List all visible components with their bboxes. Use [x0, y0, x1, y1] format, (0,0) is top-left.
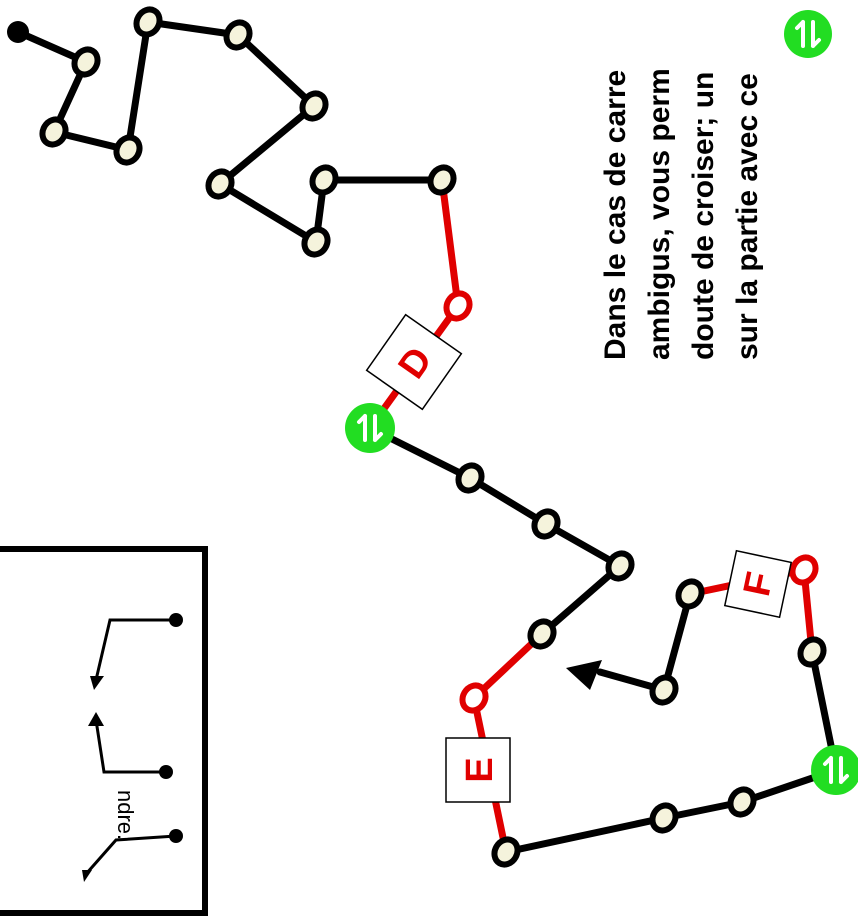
node — [527, 618, 557, 650]
note-line-1: Dans le cas de carre — [599, 69, 632, 360]
node — [39, 116, 69, 148]
node — [531, 508, 561, 540]
two-way-arrows-icon — [811, 745, 858, 795]
node — [113, 134, 143, 166]
node-red — [789, 554, 819, 586]
two-way-arrows-icon — [345, 403, 395, 453]
note-line-2: ambigus, vous perm — [643, 68, 676, 360]
route-segment-end — [596, 590, 694, 694]
node — [205, 168, 235, 200]
label-box-d: D — [365, 313, 463, 411]
node — [797, 636, 827, 668]
node — [309, 164, 339, 196]
route-diagram: D E F — [7, 6, 858, 882]
node — [649, 674, 679, 706]
node — [299, 90, 329, 122]
note-line-3: doute de croiser; un — [687, 71, 720, 360]
label-e: E — [459, 757, 501, 782]
node — [649, 802, 679, 834]
route-segment-middle — [366, 424, 624, 638]
node — [675, 578, 705, 610]
node — [427, 164, 457, 196]
two-way-arrows-icon — [784, 10, 832, 58]
arrow-head-icon — [566, 660, 602, 690]
instruction-note: Dans le cas de carre ambigus, vous perm … — [594, 0, 794, 360]
node — [223, 19, 253, 51]
node — [133, 6, 163, 38]
node — [455, 462, 485, 494]
label-box-f: F — [723, 549, 793, 619]
legend-fragment: ndre. — [113, 790, 138, 841]
start-dot — [7, 21, 29, 43]
node — [727, 786, 757, 818]
legend-overlay — [82, 613, 183, 882]
node — [605, 550, 635, 582]
node — [71, 46, 101, 78]
label-box-e: E — [445, 737, 511, 803]
node-red — [443, 290, 473, 322]
note-line-4: sur la partie avec ce — [731, 73, 764, 360]
node-red — [459, 682, 489, 714]
node — [301, 226, 331, 258]
node — [491, 836, 521, 868]
